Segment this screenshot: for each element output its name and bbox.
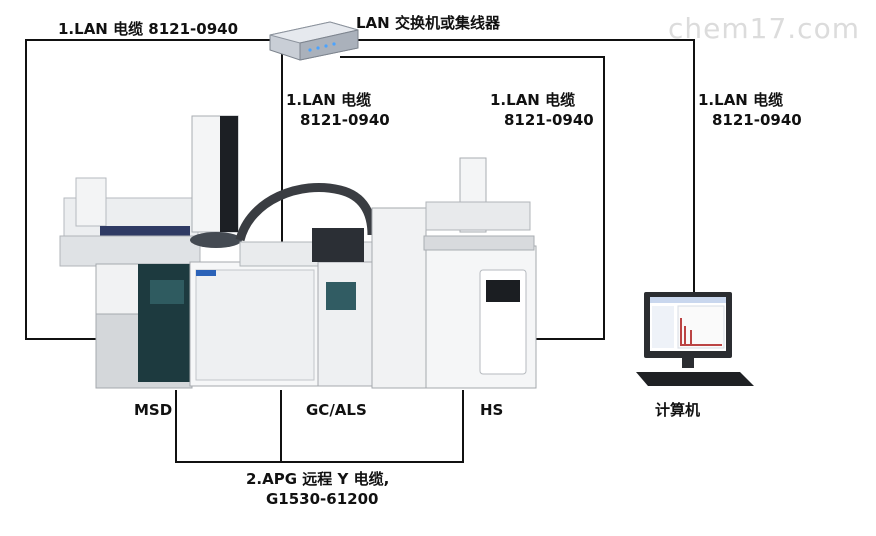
lan-wires: [25, 39, 695, 340]
cable-label-msd-line2: 8121-0940: [300, 111, 390, 129]
wire-apg-remote: [175, 390, 464, 463]
instrument-label-gcals: GC/ALS: [306, 401, 367, 419]
wire-pc-to-switch: [350, 39, 695, 294]
computer-device: [636, 292, 754, 386]
wire-msd-to-switch: [25, 39, 272, 340]
cable-label-msd-line1: 1.LAN 电缆: [286, 91, 372, 109]
apg-cable-label-line1: 2.APG 远程 Y 电缆,: [246, 470, 390, 488]
instrument-label-computer: 计算机: [655, 401, 701, 419]
cable-label-pc-line1: 1.LAN 电缆: [698, 91, 784, 109]
switch-label: LAN 交换机或集线器: [356, 14, 500, 32]
cable-label-hs-line2: 8121-0940: [504, 111, 594, 129]
watermark-text: chem17.com: [668, 12, 860, 45]
cable-label-hs-line1: 1.LAN 电缆: [490, 91, 576, 109]
wire-hs-to-switch: [340, 56, 605, 340]
lan-switch-device: [269, 21, 359, 61]
hs-instrument: [371, 157, 537, 389]
msd-gc-instrument: [59, 115, 377, 389]
apg-cable-label-line2: G1530-61200: [266, 490, 379, 508]
cable-label-pc-line2: 8121-0940: [712, 111, 802, 129]
instrument-label-hs: HS: [480, 401, 504, 419]
instrument-label-msd: MSD: [134, 401, 173, 419]
cable-label-top-left: 1.LAN 电缆 8121-0940: [58, 20, 239, 38]
